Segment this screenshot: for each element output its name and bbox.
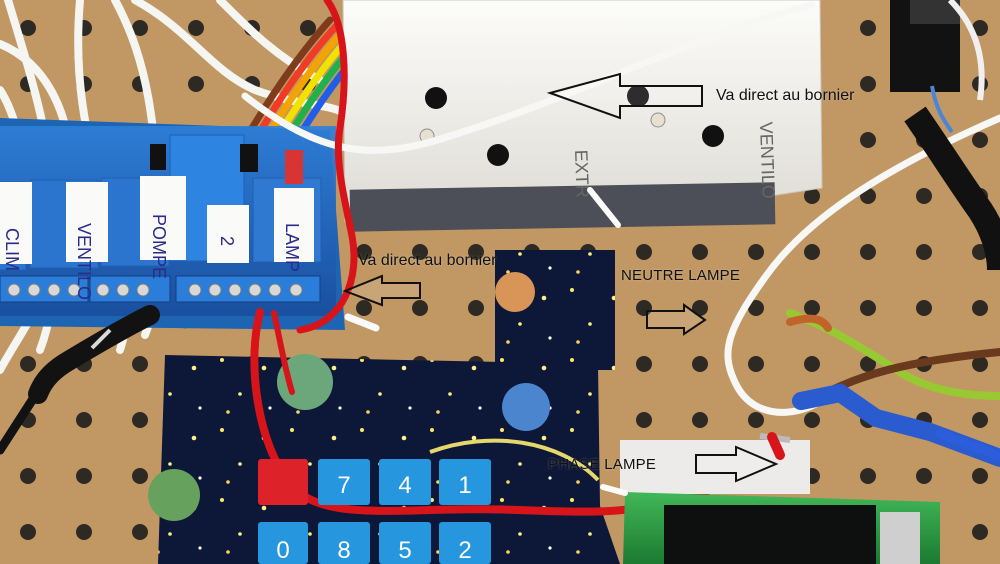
outlet-label-extr: EXTR: [571, 149, 593, 198]
keypad-key-1: 1: [458, 472, 471, 499]
relay-annotation-label: Va direct au bornier: [358, 252, 497, 269]
keypad-key-0: 0: [276, 537, 289, 564]
outlet-label-ventilo: VENTILO: [756, 121, 779, 199]
keypad-key-8: 8: [337, 537, 350, 564]
zip-tie-lcd: [600, 484, 628, 496]
keypad-key-5: 5: [398, 537, 411, 564]
phase-annotation-label: PHASE LAMPE: [548, 456, 657, 473]
stripped-copper: [786, 314, 832, 332]
neutral-annotation-label: NEUTRE LAMPE: [621, 267, 741, 284]
black-clamp: [0, 305, 160, 455]
white-wire-over-outlet: [241, 1, 816, 154]
keypad: 7 4 1 0 8 5 2: [258, 459, 491, 564]
top-annotation-label: Va direct au bornier: [716, 87, 855, 104]
relay-label-pompe: POMPE: [149, 214, 169, 279]
keypad-key-7: 7: [337, 472, 350, 499]
zip-tie-outlet: [587, 187, 621, 228]
top-right-connector: [890, 0, 1000, 271]
annotation-arrows: [342, 72, 779, 483]
blue-crimp-terminals: [759, 383, 1000, 467]
top-outline-arrow-icon: [546, 72, 703, 120]
relay-outline-arrow-icon: [342, 274, 421, 307]
relay-tape-labels: CLIM VENTILO POMPE 2 LAMP: [0, 176, 314, 300]
ground-wire: [786, 309, 1000, 400]
neutral-outline-arrow-icon: [646, 303, 707, 336]
relay-label-lamp: LAMP: [282, 223, 302, 272]
keypad-key-4: 4: [398, 472, 411, 499]
relay-label-clim: CLIM: [2, 228, 22, 271]
outlet-block: EXTR VENTILO: [342, 0, 823, 232]
relay-label-ventilo: VENTILO: [74, 223, 94, 300]
keypad-key-2: 2: [458, 537, 471, 564]
relay-label-two: 2: [217, 236, 237, 246]
phase-outline-arrow-icon: [695, 445, 779, 483]
neutral-white-wire: [724, 114, 1000, 416]
zip-tie-relay: [344, 313, 380, 332]
lcd-module: [623, 492, 940, 564]
